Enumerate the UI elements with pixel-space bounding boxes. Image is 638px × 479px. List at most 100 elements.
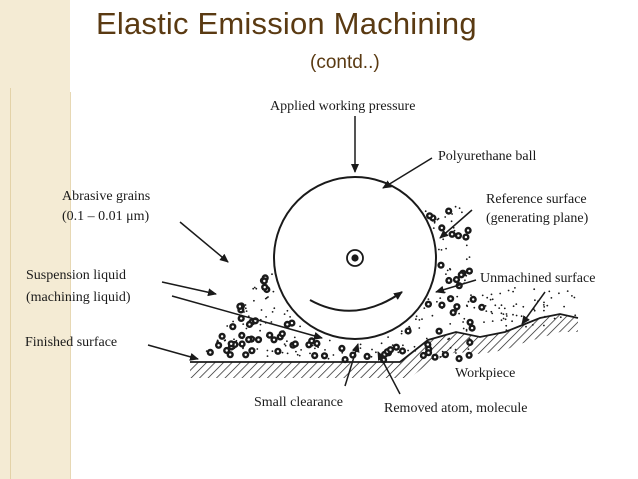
suspension-dot (252, 287, 255, 290)
abrasive-grain-core (248, 323, 251, 326)
abrasive-grain-core (220, 335, 224, 338)
suspension-dot (283, 313, 286, 315)
suspension-dot (407, 349, 409, 352)
suspension-dot (397, 351, 400, 354)
suspension-dot (431, 314, 434, 317)
abrasive-grain-core (340, 347, 344, 350)
abrasive-grain-core (440, 226, 443, 230)
suspension-dot (415, 318, 417, 321)
suspension-dot (286, 340, 288, 343)
suspension-dot (465, 328, 468, 331)
suspension-dot (468, 256, 471, 258)
suspension-dot (359, 347, 362, 349)
abrasive-grain-core (323, 354, 326, 357)
abrasive-grain-core (244, 353, 247, 356)
suspension-dot (266, 296, 268, 299)
abrasive-grain-core (263, 286, 266, 289)
abrasive-grain-core (455, 278, 458, 281)
abrasive-grain-core (460, 273, 463, 276)
abrasive-grain-core (310, 339, 313, 343)
label-machining-liquid: (machining liquid) (26, 290, 131, 305)
abrasive-grain-core (365, 355, 369, 358)
label-polyurethane-ball: Polyurethane ball (438, 149, 536, 164)
suspension-dot (271, 273, 273, 276)
suspension-dot (463, 317, 466, 320)
abrasive-grain-core (437, 330, 441, 333)
slide-frame-line (10, 88, 11, 479)
abrasive-grains (206, 207, 486, 364)
abrasive-grain-core (450, 233, 454, 236)
suspension-dot (286, 352, 289, 355)
suspension-dot (284, 344, 287, 347)
suspension-dot (490, 310, 493, 313)
suspension-dot (512, 305, 515, 308)
suspension-dot (300, 349, 302, 351)
slide-title: Elastic Emission Machining (96, 6, 477, 41)
suspension-dot (289, 316, 291, 318)
suspension-dot (327, 357, 330, 360)
abrasive-grain-core (286, 323, 289, 326)
abrasive-grain-core (457, 234, 460, 237)
suspension-dot (270, 321, 273, 323)
suspension-dot (242, 323, 245, 325)
suspension-dot (444, 216, 447, 218)
suspension-dot (465, 304, 468, 307)
label-abrasive-grains: Abrasive grains (62, 189, 150, 204)
suspension-dot (375, 351, 377, 354)
abrasive-grain-core (395, 346, 398, 349)
suspension-dot (502, 313, 505, 315)
abrasive-grain-core (217, 344, 220, 347)
suspension-dot (413, 345, 416, 348)
suspension-dot (511, 320, 513, 323)
suspension-dot (415, 315, 418, 318)
suspension-dot (299, 325, 301, 328)
suspension-dot (314, 347, 316, 350)
suspension-dot (573, 296, 576, 299)
suspension-dot (566, 290, 569, 292)
suspension-dot (505, 313, 508, 315)
suspension-dot (424, 210, 427, 213)
suspension-dot (512, 313, 514, 316)
suspension-dot (371, 348, 373, 351)
abrasive-grain-core (468, 321, 472, 324)
suspension-dot (500, 312, 503, 315)
abrasive-grain-core (472, 298, 475, 301)
suspension-dot (260, 309, 263, 311)
abrasive-grain-core (467, 354, 471, 357)
slide-frame-left (0, 0, 70, 479)
suspension-dot (531, 324, 534, 326)
suspension-dot (445, 273, 447, 275)
abrasive-grain-core (230, 342, 233, 345)
suspension-dot (543, 301, 545, 304)
suspension-dot (332, 354, 335, 356)
abrasive-grain-core (209, 351, 212, 354)
abrasive-grain-core (422, 354, 425, 357)
suspension-dot (491, 312, 494, 315)
abrasive-grain-core (466, 229, 470, 232)
suspension-dot (232, 320, 235, 323)
suspension-dot (273, 307, 276, 310)
abrasive-grain-core (240, 334, 243, 337)
abrasive-grain-core (263, 279, 266, 283)
suspension-dot (414, 349, 417, 352)
suspension-dot (324, 349, 326, 351)
suspension-dot (255, 287, 258, 290)
slide-frame-line-inner (70, 92, 71, 479)
suspension-dot (387, 336, 389, 338)
suspension-dot (453, 229, 456, 232)
suspension-dot (491, 320, 494, 322)
abrasive-grain-core (440, 303, 444, 307)
suspension-dot (553, 317, 556, 320)
suspension-dot (534, 299, 536, 302)
suspension-dot (245, 327, 248, 330)
suspension-dot (543, 306, 546, 308)
abrasive-grain-core (240, 317, 243, 320)
suspension-dot (447, 338, 449, 341)
label-workpiece: Workpiece (455, 366, 515, 381)
suspension-dot (464, 279, 466, 282)
suspension-dot (272, 290, 275, 293)
suspension-dot (503, 307, 506, 310)
suspension-dot (473, 306, 476, 309)
suspension-dot (253, 299, 255, 302)
